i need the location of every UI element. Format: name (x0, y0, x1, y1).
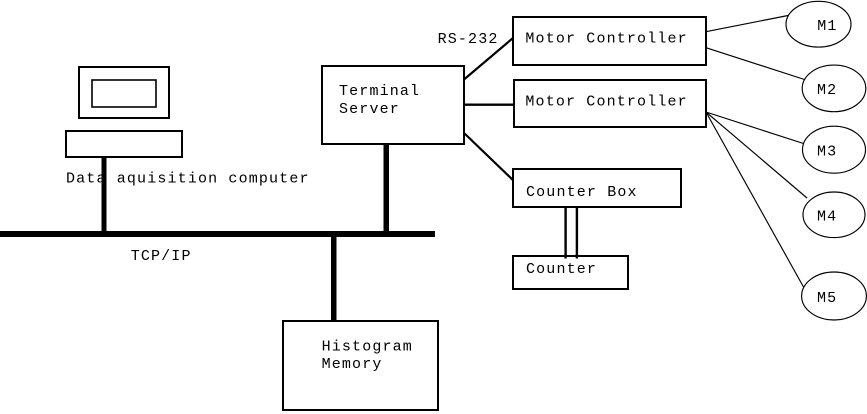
svg-text:Motor Controller: Motor Controller (525, 94, 687, 111)
svg-text:Histogram: Histogram (322, 339, 413, 356)
svg-text:Memory: Memory (322, 356, 383, 373)
svg-text:Data aquisition computer: Data aquisition computer (66, 171, 310, 188)
svg-text:Motor Controller: Motor Controller (525, 31, 687, 48)
svg-text:M4: M4 (817, 209, 837, 226)
svg-text:M3: M3 (817, 144, 837, 161)
svg-text:Counter Box: Counter Box (526, 184, 638, 201)
svg-text:TCP/IP: TCP/IP (131, 248, 192, 265)
svg-text:M1: M1 (817, 18, 837, 35)
svg-text:RS-232: RS-232 (438, 31, 499, 48)
svg-text:M2: M2 (817, 82, 837, 99)
svg-text:Counter: Counter (526, 261, 597, 278)
svg-text:M5: M5 (817, 290, 837, 307)
svg-text:Terminal: Terminal (339, 83, 420, 100)
svg-text:Server: Server (339, 101, 400, 118)
